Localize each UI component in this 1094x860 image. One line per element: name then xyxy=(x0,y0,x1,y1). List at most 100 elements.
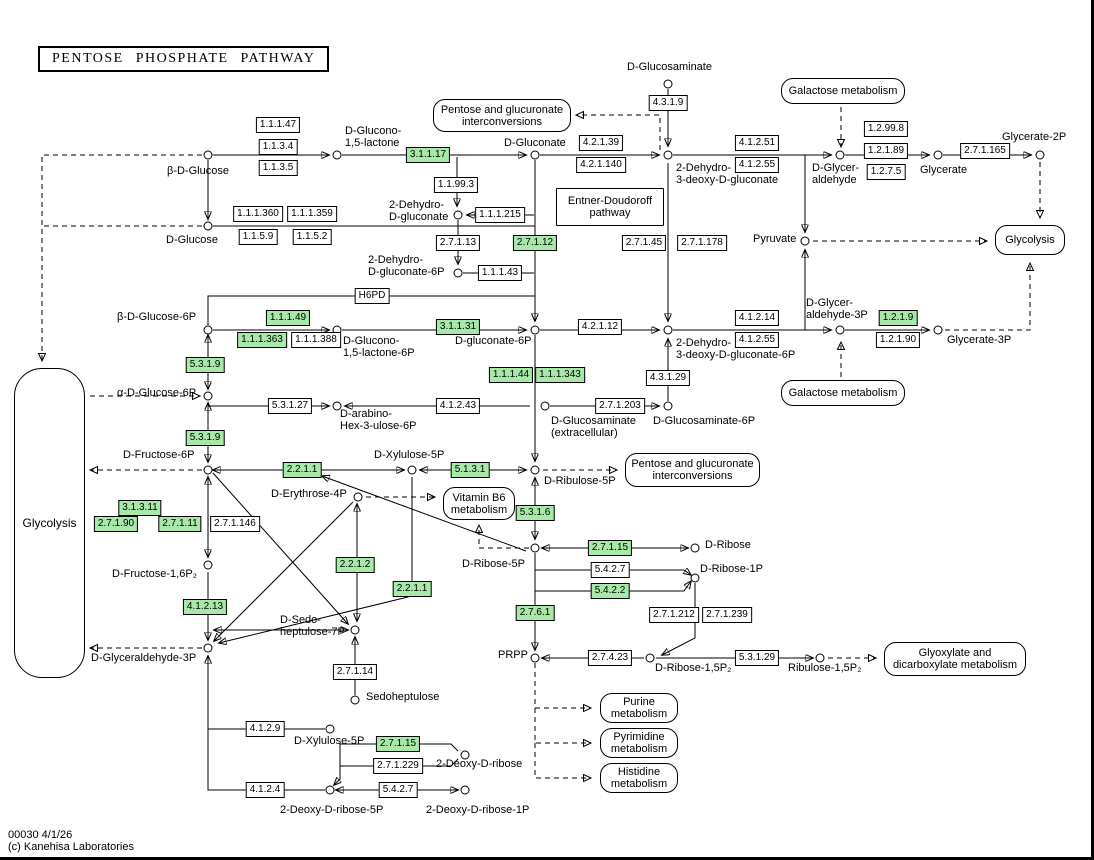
enzyme-4.3.1.9[interactable]: 4.3.1.9 xyxy=(648,95,688,111)
compound-node[interactable]: D-gluconate-6P xyxy=(530,325,540,335)
enzyme-1.1.3.5[interactable]: 1.1.3.5 xyxy=(258,160,298,176)
enzyme-1.2.7.5[interactable]: 1.2.7.5 xyxy=(866,164,906,180)
compound-node[interactable]: D-Fructose-1,6P₂ xyxy=(203,560,213,570)
compound-node[interactable]: PRPP xyxy=(530,653,540,663)
compound-node[interactable]: α-D-Glucose-6P xyxy=(203,391,213,401)
enzyme-1.1.99.3[interactable]: 1.1.99.3 xyxy=(433,177,479,193)
enzyme-5.3.1.9[interactable]: 5.3.1.9 xyxy=(185,430,225,446)
enzyme-4.2.1.39[interactable]: 4.2.1.39 xyxy=(578,135,624,151)
pathway-link[interactable]: Purine metabolism xyxy=(600,693,678,723)
enzyme-2.7.1.146[interactable]: 2.7.1.146 xyxy=(210,516,260,532)
enzyme-1.2.1.89[interactable]: 1.2.1.89 xyxy=(863,143,909,159)
enzyme-4.3.1.29[interactable]: 4.3.1.29 xyxy=(645,370,691,386)
compound-node[interactable]: D-Glyceraldehyde xyxy=(835,150,845,160)
compound-node[interactable]: D-Glyceraldehyde-3P xyxy=(835,325,845,335)
pathway-link[interactable]: Glycolysis xyxy=(995,225,1065,255)
compound-node[interactable]: Pyruvate xyxy=(800,236,810,246)
pathway-link[interactable]: Pentose and glucuronate interconversions xyxy=(433,99,571,132)
enzyme-5.4.2.2[interactable]: 5.4.2.2 xyxy=(590,583,630,599)
enzyme-2.7.1.90[interactable]: 2.7.1.90 xyxy=(93,516,139,532)
compound-node[interactable]: 2-Dehydro-3-deoxy-D-gluconate xyxy=(663,150,673,160)
enzyme-2.7.6.1[interactable]: 2.7.6.1 xyxy=(515,605,555,621)
compound-node[interactable]: D-Ribose-1,5P₂ xyxy=(645,653,655,663)
enzyme-1.2.1.9[interactable]: 1.2.1.9 xyxy=(878,310,918,326)
enzyme-2.2.1.1[interactable]: 2.2.1.1 xyxy=(282,462,322,478)
compound-node[interactable]: β-D-Glucose-6P xyxy=(203,325,213,335)
enzyme-H6PD[interactable]: H6PD xyxy=(354,288,390,304)
compound-node[interactable]: 2-Dehydro-3-deoxy-D-gluconate-6P xyxy=(663,325,673,335)
enzyme-2.7.1.13[interactable]: 2.7.1.13 xyxy=(435,235,481,251)
enzyme-1.1.1.215[interactable]: 1.1.1.215 xyxy=(475,207,525,223)
enzyme-5.4.2.7[interactable]: 5.4.2.7 xyxy=(378,782,418,798)
enzyme-3.1.1.31[interactable]: 3.1.1.31 xyxy=(435,319,481,335)
enzyme-1.2.1.90[interactable]: 1.2.1.90 xyxy=(875,332,921,348)
enzyme-4.2.1.140[interactable]: 4.2.1.140 xyxy=(576,157,626,173)
pathway-link[interactable]: Entner-Doudoroff pathway xyxy=(556,188,664,226)
compound-node[interactable]: 2-Dehydro-D-gluconate xyxy=(453,210,463,220)
compound-node[interactable]: D-Sedoheptulose-7P xyxy=(350,625,360,635)
enzyme-4.2.1.12[interactable]: 4.2.1.12 xyxy=(577,319,623,335)
compound-node[interactable]: Glycerate-2P xyxy=(1035,150,1045,160)
enzyme-4.1.2.14[interactable]: 4.1.2.14 xyxy=(734,310,780,326)
enzyme-1.1.1.360[interactable]: 1.1.1.360 xyxy=(233,206,283,222)
compound-node[interactable]: D-Glucose xyxy=(203,221,213,231)
enzyme-5.3.1.9[interactable]: 5.3.1.9 xyxy=(185,357,225,373)
enzyme-1.1.1.49[interactable]: 1.1.1.49 xyxy=(265,310,311,326)
compound-node[interactable]: D-Glucosaminate-6P xyxy=(663,401,673,411)
enzyme-5.3.1.29[interactable]: 5.3.1.29 xyxy=(734,650,780,666)
enzyme-1.1.5.2[interactable]: 1.1.5.2 xyxy=(292,229,332,245)
enzyme-4.1.2.55[interactable]: 4.1.2.55 xyxy=(734,157,780,173)
enzyme-5.3.1.27[interactable]: 5.3.1.27 xyxy=(267,398,313,414)
enzyme-2.7.1.165[interactable]: 2.7.1.165 xyxy=(960,143,1010,159)
compound-node[interactable]: D-Erythrose-4P xyxy=(353,492,363,502)
enzyme-1.1.1.44[interactable]: 1.1.1.44 xyxy=(488,367,534,383)
compound-node[interactable]: D-Glucosaminate xyxy=(663,79,673,89)
pathway-link[interactable]: Vitamin B6 metabolism xyxy=(443,487,515,520)
enzyme-2.7.1.15[interactable]: 2.7.1.15 xyxy=(587,540,633,556)
enzyme-1.1.1.47[interactable]: 1.1.1.47 xyxy=(255,117,301,133)
enzyme-2.7.1.11[interactable]: 2.7.1.11 xyxy=(158,516,202,532)
compound-node[interactable]: D-Ribulose-5P xyxy=(530,465,540,475)
enzyme-2.7.1.12[interactable]: 2.7.1.12 xyxy=(512,235,558,251)
pathway-link[interactable]: Galactose metabolism xyxy=(781,380,905,406)
compound-node[interactable]: D-Fructose-6P xyxy=(203,465,213,475)
compound-node[interactable]: D-Glucono-1,5-lactone xyxy=(332,150,342,160)
enzyme-2.2.1.2[interactable]: 2.2.1.2 xyxy=(335,557,375,573)
compound-node[interactable]: D-Xylulose-5P xyxy=(407,465,417,475)
enzyme-4.1.2.4[interactable]: 4.1.2.4 xyxy=(245,782,285,798)
compound-node[interactable]: D-Ribose xyxy=(690,543,700,553)
enzyme-2.7.1.239[interactable]: 2.7.1.239 xyxy=(702,607,752,623)
pathway-link[interactable]: Pyrimidine metabolism xyxy=(600,728,678,758)
enzyme-2.7.1.14[interactable]: 2.7.1.14 xyxy=(332,664,378,680)
enzyme-1.2.99.8[interactable]: 1.2.99.8 xyxy=(863,121,909,137)
enzyme-3.1.3.11[interactable]: 3.1.3.11 xyxy=(118,500,162,516)
enzyme-5.3.1.6[interactable]: 5.3.1.6 xyxy=(515,505,555,521)
compound-node[interactable]: D-Glyceraldehyde-3P xyxy=(203,643,213,653)
enzyme-2.7.1.178[interactable]: 2.7.1.178 xyxy=(677,235,727,251)
compound-node[interactable]: D-Ribose-1P xyxy=(690,573,700,583)
enzyme-2.7.1.45[interactable]: 2.7.1.45 xyxy=(621,235,667,251)
enzyme-5.1.3.1[interactable]: 5.1.3.1 xyxy=(450,462,490,478)
enzyme-1.1.3.4[interactable]: 1.1.3.4 xyxy=(258,139,298,155)
compound-node[interactable]: 2-Deoxy-D-ribose-1P xyxy=(460,785,470,795)
compound-node[interactable]: 2-Deoxy-D-ribose-5P xyxy=(325,785,335,795)
enzyme-1.1.5.9[interactable]: 1.1.5.9 xyxy=(238,229,278,245)
enzyme-2.7.1.203[interactable]: 2.7.1.203 xyxy=(595,398,645,414)
enzyme-1.1.1.388[interactable]: 1.1.1.388 xyxy=(291,332,341,348)
compound-node[interactable]: D-arabino-Hex-3-ulose-6P xyxy=(332,401,342,411)
enzyme-5.4.2.7[interactable]: 5.4.2.7 xyxy=(590,562,630,578)
pathway-link[interactable]: Histidine metabolism xyxy=(600,763,678,793)
pathway-link[interactable]: Glycolysis xyxy=(14,368,85,678)
enzyme-4.1.2.13[interactable]: 4.1.2.13 xyxy=(182,599,228,615)
compound-node[interactable]: D-Gluconate xyxy=(530,150,540,160)
enzyme-1.1.1.363[interactable]: 1.1.1.363 xyxy=(237,332,287,348)
enzyme-4.1.2.55[interactable]: 4.1.2.55 xyxy=(734,332,780,348)
enzyme-1.1.1.359[interactable]: 1.1.1.359 xyxy=(287,206,337,222)
enzyme-2.7.1.212[interactable]: 2.7.1.212 xyxy=(649,607,699,623)
compound-node[interactable]: Ribulose-1,5P₂ xyxy=(815,653,825,663)
enzyme-2.7.1.15[interactable]: 2.7.1.15 xyxy=(375,736,421,752)
compound-node[interactable]: Glycerate-3P xyxy=(933,325,943,335)
pathway-link[interactable]: Glyoxylate and dicarboxylate metabolism xyxy=(884,642,1026,676)
enzyme-4.1.2.51[interactable]: 4.1.2.51 xyxy=(734,135,780,151)
compound-node[interactable]: β-D-Glucose xyxy=(203,150,213,160)
